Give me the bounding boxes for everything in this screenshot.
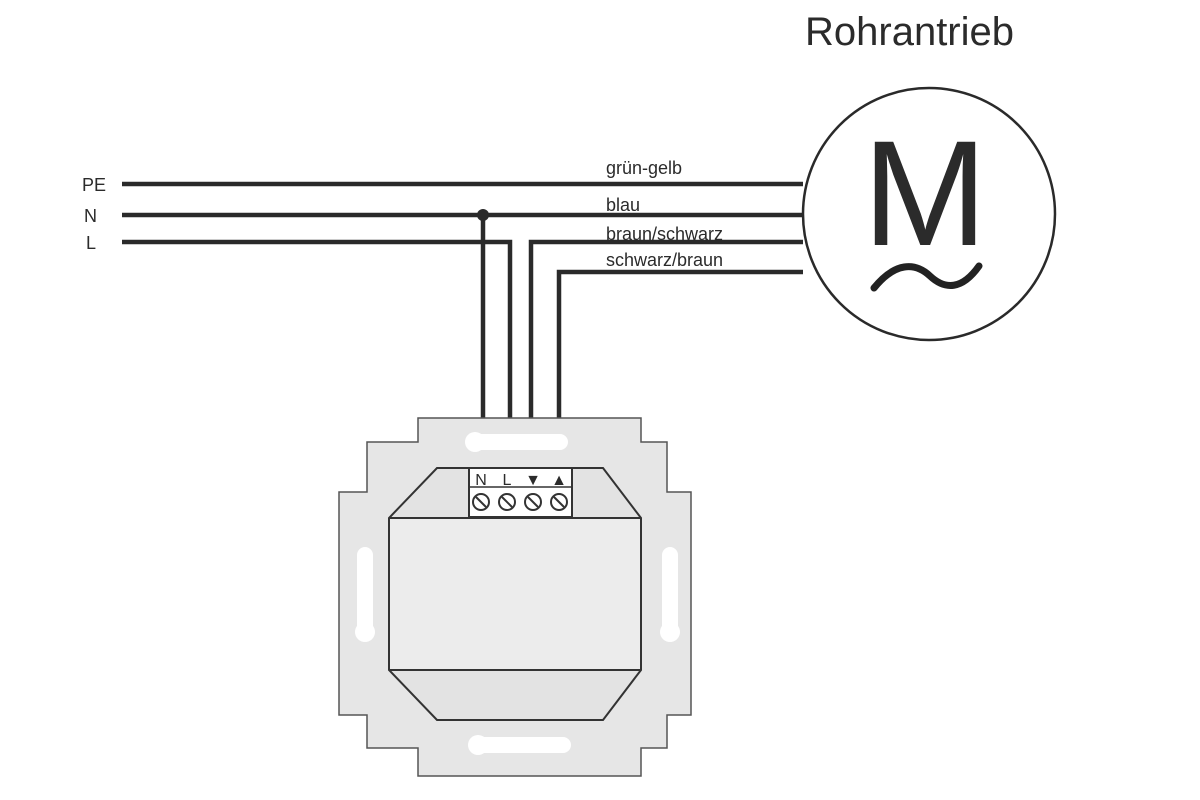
slot-right-end: [660, 622, 680, 642]
terminal-screws: [472, 493, 568, 511]
module-face: [390, 519, 640, 669]
screw-slot: [501, 496, 513, 508]
terminal-label-down: ▼: [525, 472, 541, 489]
wire-label-n: blau: [606, 195, 640, 215]
wire-l: [122, 239, 513, 470]
wire-down: [528, 239, 803, 470]
n-junction-dot: [477, 209, 489, 221]
slot-bottom-end: [468, 735, 488, 755]
terminal-label-up: ▲: [551, 472, 567, 489]
screw-slot: [553, 496, 565, 508]
slot-left-end: [355, 622, 375, 642]
wires: [122, 181, 803, 470]
line-label-n: N: [84, 206, 97, 226]
terminal-label-l: L: [503, 472, 512, 489]
line-label-l: L: [86, 233, 96, 253]
screw-slot: [527, 496, 539, 508]
tubular-motor: M: [801, 86, 1057, 342]
slot-top-end: [465, 432, 485, 452]
diagram-title: Rohrantrieb: [805, 10, 1014, 54]
line-label-pe: PE: [82, 175, 106, 195]
terminal-label-n: N: [475, 472, 487, 489]
ac-wave-icon: [870, 262, 983, 292]
wire-label-pe: grün-gelb: [606, 158, 682, 178]
screw-slot: [475, 496, 487, 508]
wire-up: [556, 269, 803, 470]
blind-switch-insert: N L ▼ ▲: [338, 417, 692, 777]
wire-label-down: braun/schwarz: [606, 224, 723, 244]
wire-label-up: schwarz/braun: [606, 250, 723, 270]
motor-symbol: M: [863, 109, 988, 277]
